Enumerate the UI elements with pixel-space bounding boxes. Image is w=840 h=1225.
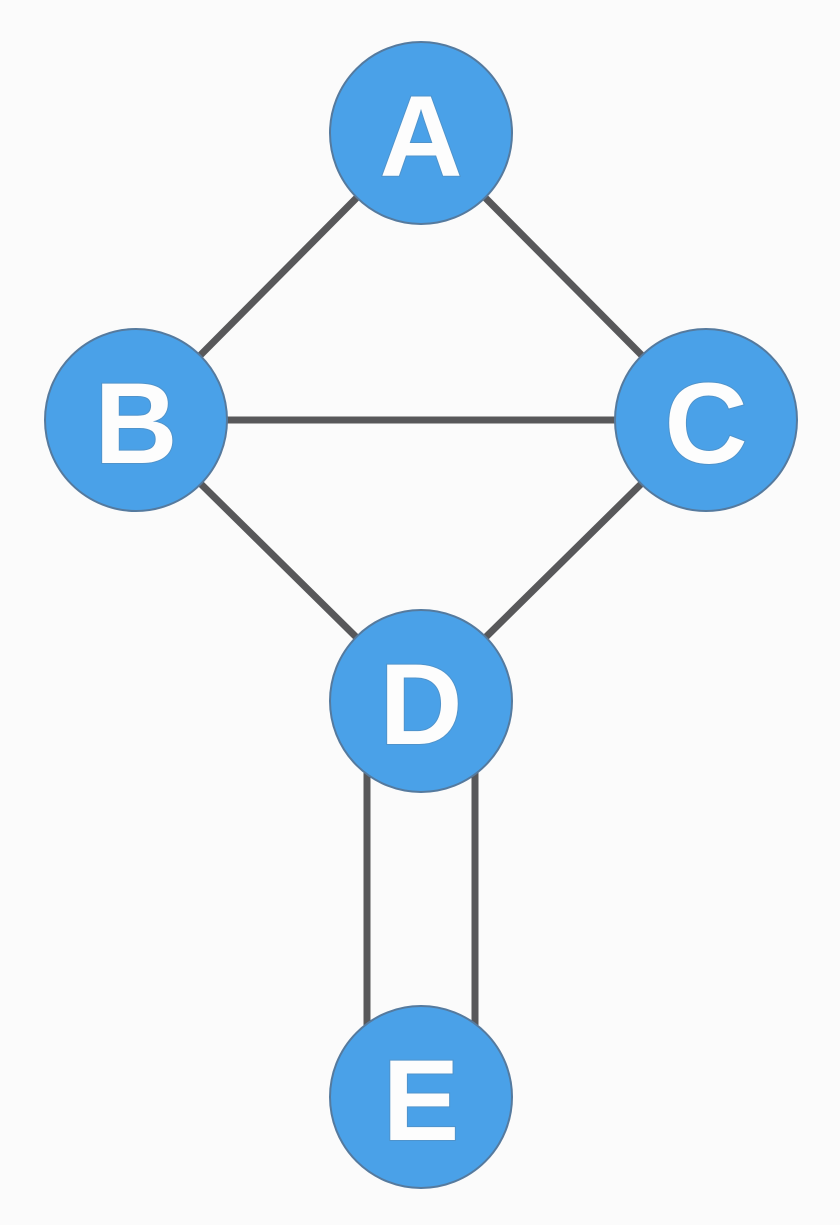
node-E: E [329, 1005, 513, 1189]
node-label-E: E [383, 1037, 460, 1165]
node-A: A [329, 41, 513, 225]
node-circle-A [329, 41, 513, 225]
node-label-D: D [379, 641, 462, 769]
node-label-B: B [94, 360, 177, 488]
node-circle-E [329, 1005, 513, 1189]
node-C: C [614, 328, 798, 512]
node-D: D [329, 609, 513, 793]
node-B: B [44, 328, 228, 512]
node-circle-B [44, 328, 228, 512]
node-circle-D [329, 609, 513, 793]
node-circle-C [614, 328, 798, 512]
node-label-C: C [664, 360, 747, 488]
node-label-A: A [379, 73, 462, 201]
